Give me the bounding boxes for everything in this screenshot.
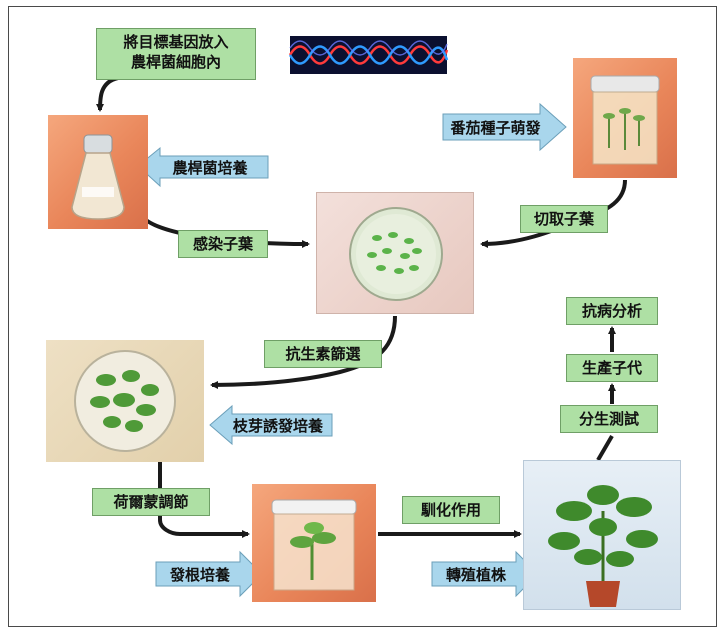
arrow-plant-up bbox=[598, 436, 612, 460]
blue-label-tomato-germination: 番茄種子萌發 bbox=[443, 104, 566, 150]
label-acclimatization: 馴化作用 bbox=[402, 496, 500, 524]
blue-label-rooting: 發根培養 bbox=[156, 552, 262, 596]
label-produce-offspring: 生產子代 bbox=[566, 354, 658, 382]
label-infect-cotyledon: 感染子葉 bbox=[178, 230, 268, 258]
dna-sequence-image bbox=[290, 36, 447, 74]
blue-label-agro-culture: 農桿菌培養 bbox=[138, 148, 268, 186]
arrow-gene-to-flask bbox=[100, 78, 118, 110]
rooting-jar-photo bbox=[252, 484, 376, 602]
petri-dish-infection-photo bbox=[316, 192, 474, 314]
blue-label-transgenic-plant: 轉殖植株 bbox=[432, 552, 538, 596]
label-insert-gene: 將目標基因放入 農桿菌細胞內 bbox=[96, 28, 256, 80]
agro-flask-photo bbox=[48, 115, 148, 229]
blue-label-shoot-induction: 枝芽誘發培養 bbox=[210, 406, 332, 444]
transgenic-plant-photo bbox=[523, 460, 681, 610]
tomato-germination-photo bbox=[573, 58, 677, 178]
label-antibiotic-screening: 抗生素篩選 bbox=[264, 340, 382, 368]
label-cut-cotyledon: 切取子葉 bbox=[520, 205, 608, 233]
label-disease-resistance: 抗病分析 bbox=[566, 297, 658, 325]
label-molecular-test: 分生測試 bbox=[560, 405, 658, 433]
label-hormone-regulation: 荷爾蒙調節 bbox=[92, 488, 210, 516]
shoot-induction-dish-photo bbox=[46, 340, 204, 462]
